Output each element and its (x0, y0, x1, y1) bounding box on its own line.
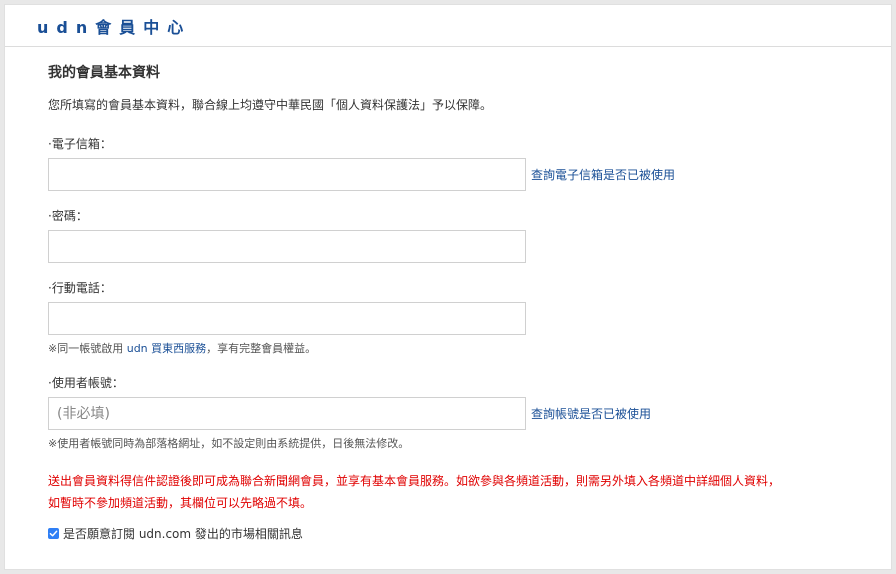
member-form: 我的會員基本資料 您所填寫的會員基本資料，聯合線上均遵守中華民國「個人資料保護法… (48, 62, 858, 541)
page-frame: udn會員中心 我的會員基本資料 您所填寫的會員基本資料，聯合線上均遵守中華民國… (4, 4, 892, 570)
udn-shopping-link[interactable]: udn 買東西服務 (126, 342, 207, 355)
subscribe-checkbox[interactable] (48, 528, 59, 539)
email-field-group: ·電子信箱： 查詢電子信箱是否已被使用 (48, 136, 858, 191)
email-input[interactable] (48, 158, 526, 191)
email-label: ·電子信箱： (48, 137, 112, 151)
check-email-link[interactable]: 查詢電子信箱是否已被使用 (531, 168, 676, 182)
header: udn會員中心 (5, 5, 891, 47)
username-label: ·使用者帳號： (48, 376, 124, 390)
udn-logo[interactable]: udn會員中心 (37, 17, 192, 37)
check-username-link[interactable]: 查詢帳號是否已被使用 (531, 407, 652, 421)
mobile-note-suffix: ，享有完整會員權益。 (206, 342, 317, 355)
mobile-note-prefix: ※同一帳號啟用 (48, 342, 127, 355)
notice-line-1: 送出會員資料得信件認證後即可成為聯合新聞網會員，並享有基本會員服務。如欲參與各頻… (48, 474, 781, 488)
page-title: 我的會員基本資料 (48, 65, 160, 81)
subscribe-label: 是否願意訂閱 udn.com 發出的市場相關訊息 (63, 527, 303, 541)
subscribe-consent[interactable]: 是否願意訂閱 udn.com 發出的市場相關訊息 (48, 525, 303, 542)
mobile-field-group: ·行動電話： ※同一帳號啟用 udn 買東西服務，享有完整會員權益。 (48, 280, 858, 357)
password-input[interactable] (48, 230, 526, 263)
mobile-label: ·行動電話： (48, 281, 112, 295)
mobile-input[interactable] (48, 302, 526, 335)
password-label: ·密碼： (48, 209, 88, 223)
username-field-group: ·使用者帳號： 查詢帳號是否已被使用 ※使用者帳號同時為部落格網址，如不設定則由… (48, 375, 858, 452)
password-field-group: ·密碼： (48, 208, 858, 263)
username-input[interactable] (48, 397, 526, 430)
notice-text: 送出會員資料得信件認證後即可成為聯合新聞網會員，並享有基本會員服務。如欲參與各頻… (48, 470, 858, 514)
intro-text: 您所填寫的會員基本資料，聯合線上均遵守中華民國「個人資料保護法」予以保障。 (48, 98, 493, 112)
notice-line-2: 如暫時不參加頻道活動，其欄位可以先略過不填。 (48, 496, 313, 510)
username-note: ※使用者帳號同時為部落格網址，如不設定則由系統提供，日後無法修改。 (48, 437, 410, 450)
mobile-note: ※同一帳號啟用 udn 買東西服務，享有完整會員權益。 (48, 341, 858, 357)
check-icon (49, 530, 58, 537)
